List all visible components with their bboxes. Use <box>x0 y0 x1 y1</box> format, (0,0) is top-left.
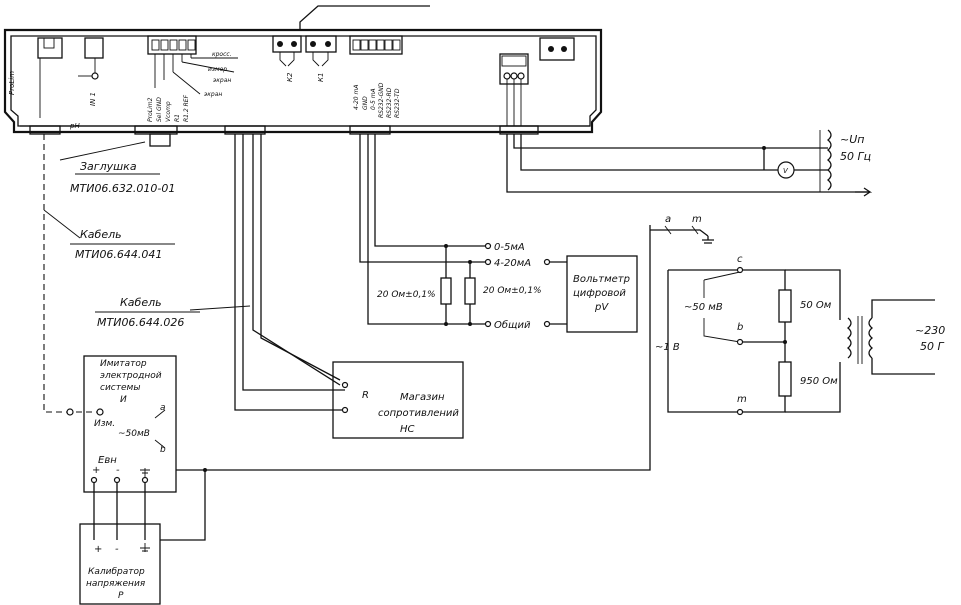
calib-plus-label: + <box>94 544 102 555</box>
cable-glands <box>29 125 539 147</box>
term-label-2: Vcomp <box>165 101 172 122</box>
out-common-label: Общий <box>494 319 531 331</box>
term-label-0: ProLim2 <box>147 97 154 122</box>
magazine-label-1: Магазин <box>400 392 445 403</box>
cable1-label: Кабель <box>80 228 122 241</box>
voltage-divider <box>667 266 935 416</box>
term-label-1: Sel GND <box>156 97 163 122</box>
out-0-5-label: 0-5мА <box>494 242 525 253</box>
resistance-magazine <box>332 361 464 439</box>
voltmeter-label-1: Вольтметр <box>573 274 630 285</box>
calib-label-3: Р <box>118 591 124 601</box>
simulator-label-4: И <box>120 395 127 405</box>
instrument-housing <box>3 5 603 134</box>
calib-minus-label: - <box>115 544 119 555</box>
plug-label: Заглушка <box>80 160 137 173</box>
term-label-4: R1.2 REF <box>183 94 190 122</box>
sim-plus-label: + <box>92 465 100 476</box>
input-terminal-block <box>147 35 238 95</box>
div-50mv-label: ~50 мВ <box>684 302 723 313</box>
div-m-label: m <box>737 394 747 405</box>
cable2-code: МТИ06.644.026 <box>97 316 184 329</box>
v-circle-label: V <box>783 167 789 175</box>
node-m-label: m <box>692 214 702 225</box>
out-4-20-label: 4-20мА <box>494 258 531 269</box>
term-label-3: R1 <box>174 114 181 122</box>
cable1-code: МТИ06.644.041 <box>75 248 162 261</box>
sim-b-label: b <box>160 445 166 455</box>
power-terminal <box>499 37 575 126</box>
kross-label: кросс. <box>212 51 232 58</box>
sim-ebn-label: Eвн <box>98 455 117 466</box>
out-term-label-0: 4-20 mA <box>353 85 360 110</box>
plug-code: МТИ06.632.010-01 <box>70 182 175 195</box>
voltmeter-label-3: pV <box>594 302 609 313</box>
sim-izm-label: Изм. <box>94 419 115 429</box>
digital-voltmeter <box>566 255 638 333</box>
div-1v-label: ~1 В <box>655 342 680 353</box>
div-b-label: b <box>737 322 743 333</box>
resistor2-label: 20 Ом±0,1% <box>483 286 542 296</box>
simulator-label-3: системы <box>100 383 140 393</box>
ekran-label-1: экран <box>204 91 222 98</box>
ph-label: pH <box>69 122 80 130</box>
simulator-label-1: Имитатор <box>100 359 147 369</box>
voltmeter-label-2: цифровой <box>573 288 626 299</box>
out-term-label-5: RS232-TD <box>394 88 401 118</box>
div-950ohm-label: 950 Ом <box>800 376 838 387</box>
calib-label-1: Калибратор <box>88 567 145 577</box>
out-term-label-2: 0-5 mA <box>370 88 377 110</box>
out-term-label-3: RS232-GND <box>378 82 385 118</box>
in1-label: IN 1 <box>89 92 97 106</box>
prolim-label: ProLim <box>8 71 16 95</box>
output-terminal-block <box>349 35 403 55</box>
sim-mv-label: ~50мВ <box>118 429 150 439</box>
calib-label-2: напряжения <box>86 579 146 589</box>
out-term-label-1: GND <box>362 96 369 110</box>
supply-voltage-label: ~Uп <box>840 133 864 146</box>
node-a-label: a <box>665 214 671 225</box>
div-50-label: 50 Г <box>920 340 944 353</box>
resistor1-label: 20 Ом±0,1% <box>377 290 436 300</box>
div-c-label: c <box>737 254 743 265</box>
out-term-label-4: RS232-RD <box>386 87 393 118</box>
electrode-simulator <box>83 355 177 493</box>
load-resistors <box>440 244 476 326</box>
cable2-label: Кабель <box>120 296 162 309</box>
k2-label: К2 <box>286 72 294 82</box>
prolim-terminal <box>37 37 104 118</box>
sim-minus-label: - <box>116 465 120 476</box>
magazine-r-label: R <box>362 390 369 401</box>
magazine-label-2: сопротивлений <box>378 408 459 419</box>
div-230-label: ~230 <box>915 324 945 337</box>
ekran-label-2: экран <box>213 77 231 84</box>
simulator-label-2: электродной <box>100 371 162 381</box>
izmer-label: измер. <box>208 66 229 73</box>
relay-terminals <box>272 35 337 67</box>
voltage-calibrator <box>79 523 161 605</box>
supply-freq-label: 50 Гц <box>840 150 871 163</box>
div-50ohm-label: 50 Ом <box>800 300 832 311</box>
magazine-label-3: НС <box>400 424 415 435</box>
k1-label: К1 <box>317 73 325 82</box>
sim-a-label: a <box>160 403 166 413</box>
